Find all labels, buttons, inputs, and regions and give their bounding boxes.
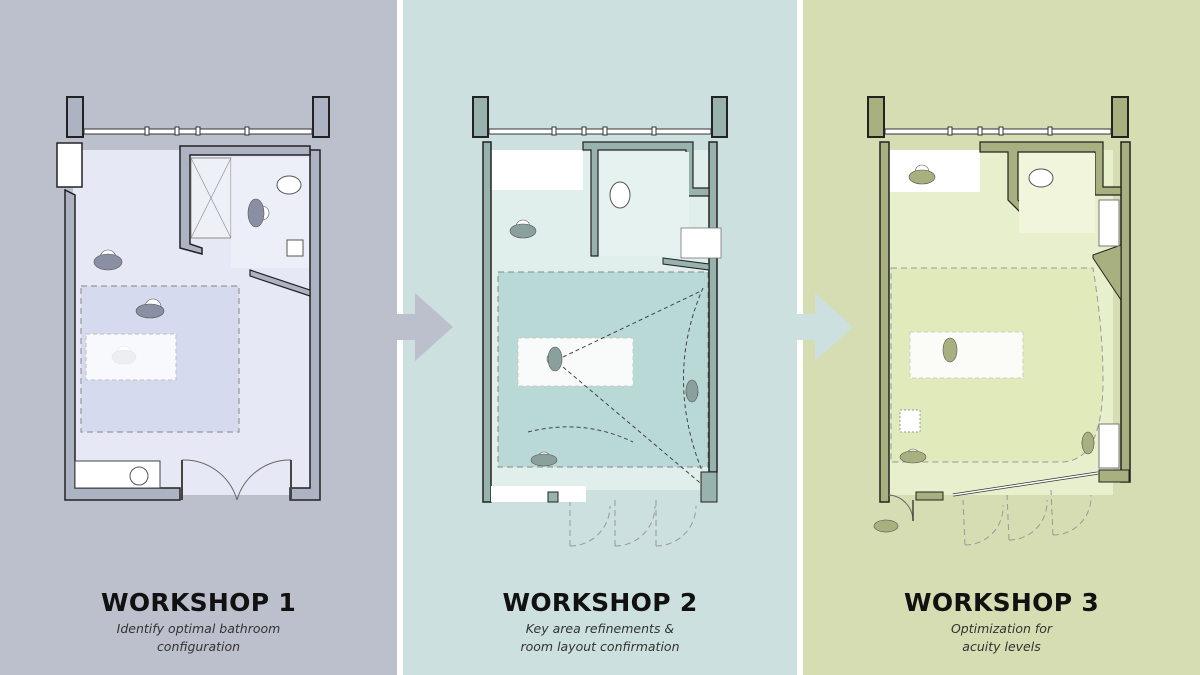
workshop-1-floor-plan [56,96,330,501]
arrow-right-icon [395,293,453,361]
workshop-3-subtitle: Optimization for acuity levels [803,620,1200,656]
workshop-2-subtitle: Key area refinements & room layout confi… [403,620,797,656]
workshop-1-title: WORKSHOP 1 [100,588,297,617]
arrow-right-icon [795,293,853,361]
workshop-2-title: WORKSHOP 2 [502,588,698,617]
workshop-2-floor-plan [472,96,728,547]
workshop-1-subtitle: Identify optimal bathroom configuration [0,620,397,656]
workshop-3-panel: WORKSHOP 3 Optimization for acuity level… [803,0,1200,675]
workshop-2-panel: WORKSHOP 2 Key area refinements & room l… [403,0,797,675]
workshop-3-subtitle-line1: Optimization for [950,621,1053,636]
workshop-1-subtitle-line2: configuration [156,639,241,654]
workshop-2-subtitle-line2: room layout confirmation [520,639,680,654]
workshop-1-panel: WORKSHOP 1 Identify optimal bathroom con… [0,0,397,675]
workshop-1-subtitle-line1: Identify optimal bathroom [116,621,281,636]
workshop-3-subtitle-line2: acuity levels [962,639,1041,654]
workshop-3-floor-plan [867,96,1131,546]
workshop-3-title: WORKSHOP 3 [903,588,1100,617]
workshop-2-subtitle-line1: Key area refinements & [525,621,675,636]
